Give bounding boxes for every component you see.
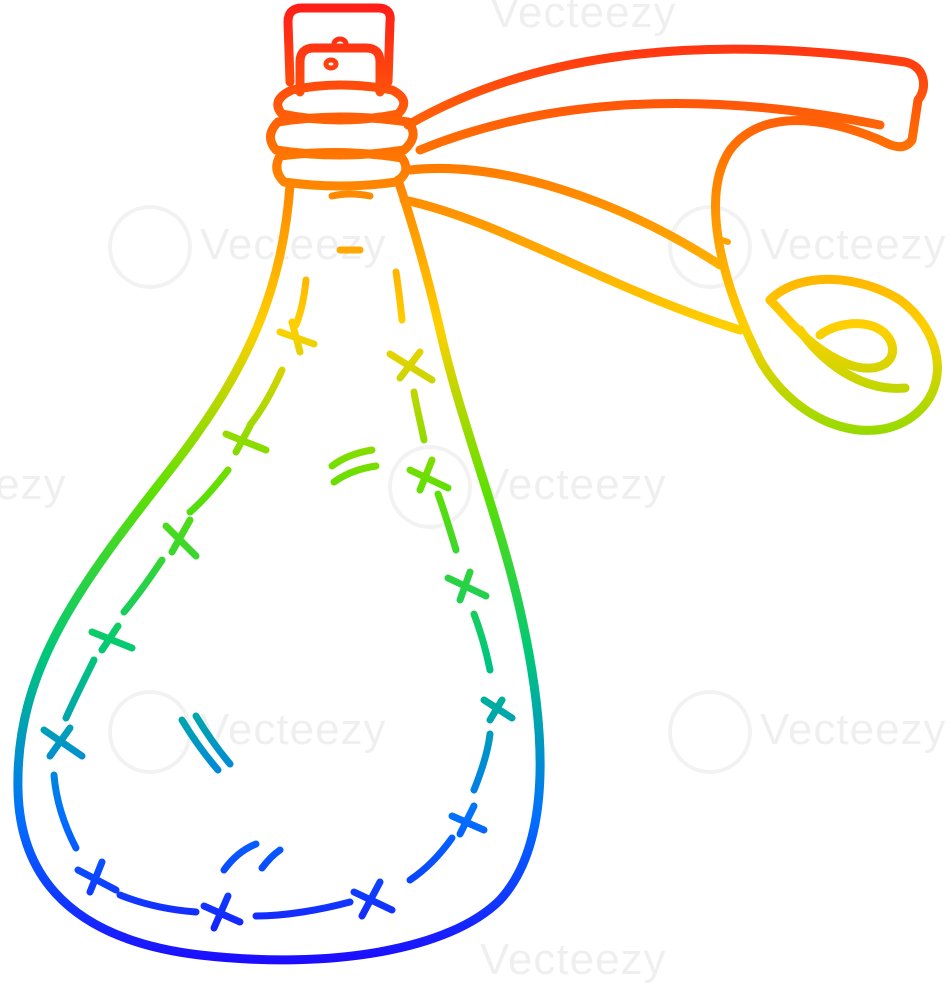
flask-strap xyxy=(399,44,942,435)
stitch-crosses xyxy=(40,318,516,932)
flask-body xyxy=(13,175,545,965)
flask-highlights xyxy=(178,446,380,874)
cork xyxy=(283,3,395,97)
flask-neck xyxy=(266,80,418,200)
flask-stitching xyxy=(50,246,494,920)
